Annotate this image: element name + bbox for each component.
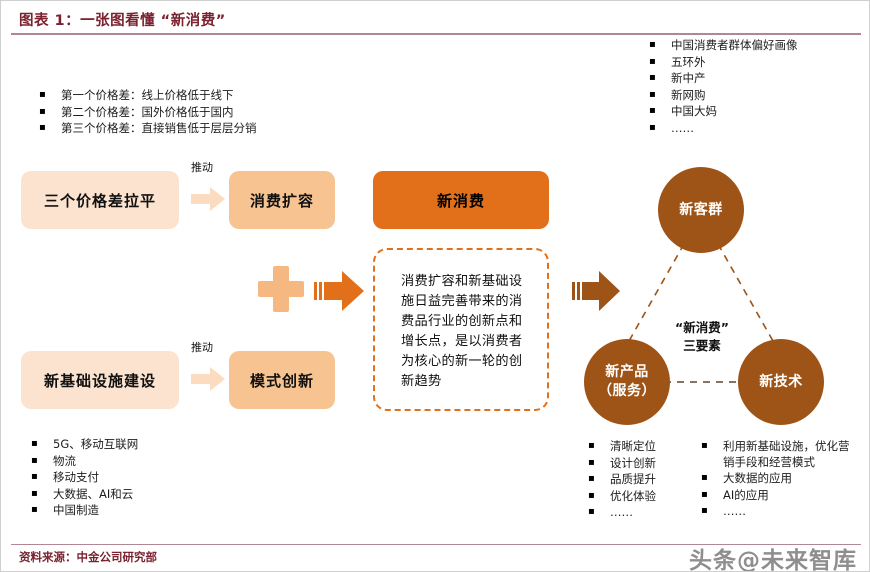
bullet-dot-icon: ▪ xyxy=(39,105,46,117)
bullet-list-product-points: ▪ 清晰定位 ▪ 设计创新 ▪ 品质提升 ▪ 优化体验 ▪ …… xyxy=(588,438,656,521)
consumer-profile-label: …… xyxy=(671,120,694,135)
bullet-list-price-gaps: ▪ 第一个价格差：线上价格低于线下 ▪ 第二个价格差：国外价格低于国内 ▪ 第三个价格差：… xyxy=(39,87,257,137)
consumer-profile-item: ▪ 五环外 xyxy=(649,54,798,71)
bullet-dot-icon: ▪ xyxy=(649,55,656,67)
infrastructure-item: ▪ 中国制造 xyxy=(31,502,138,519)
box-new-infrastructure[interactable]: 新基础设施建设 xyxy=(21,351,179,409)
infrastructure-item: ▪ 大数据、AI和云 xyxy=(31,486,138,503)
consumer-profile-label: 中国消费者群体偏好画像 xyxy=(671,38,798,52)
bullet-list-consumer-profile: ▪ 中国消费者群体偏好画像 ▪ 五环外 ▪ 新中产 ▪ 新网购 ▪ 中国大妈 ▪ …… xyxy=(649,37,798,136)
arrow-to-triangle-icon xyxy=(572,271,620,311)
consumer-profile-item: ▪ …… xyxy=(649,120,798,137)
technology-point-label: …… xyxy=(723,504,746,518)
source-note: 资料来源：中金公司研究部 xyxy=(19,550,157,564)
bullet-dot-icon: ▪ xyxy=(701,488,708,500)
consumer-profile-item: ▪ 新中产 xyxy=(649,70,798,87)
product-point-item: ▪ 品质提升 xyxy=(588,471,656,488)
product-point-label: 优化体验 xyxy=(610,488,656,503)
box-model-innovation[interactable]: 模式创新 xyxy=(229,351,335,409)
bullet-dot-icon: ▪ xyxy=(39,122,46,133)
box-price-gap-flattening[interactable]: 三个价格差拉平 xyxy=(21,171,179,229)
infrastructure-item: ▪ 5G、移动互联网 xyxy=(31,436,138,453)
circle-new-technology[interactable]: 新技术 xyxy=(738,339,824,425)
title-divider xyxy=(11,33,861,35)
price-gap-label: 第三个价格差：直接销售低于层层分销 xyxy=(61,121,257,135)
bullet-dot-icon: ▪ xyxy=(649,105,656,116)
technology-point-label: 大数据的应用 xyxy=(723,471,792,485)
bullet-dot-icon: ▪ xyxy=(31,438,38,449)
footer-divider xyxy=(11,544,861,546)
bullet-dot-icon: ▪ xyxy=(649,39,656,50)
box-consumption-expansion[interactable]: 消费扩容 xyxy=(229,171,335,229)
label-push-top: 推动 xyxy=(191,161,213,174)
bullet-dot-icon: ▪ xyxy=(588,489,595,501)
consumer-profile-item: ▪ 中国消费者群体偏好画像 xyxy=(649,37,798,54)
consumer-profile-item: ▪ 新网购 xyxy=(649,87,798,104)
note-box-new-consumption-definition: 消费扩容和新基础设施日益完善带来的消费品行业的创新点和增长点，是以消费者为核心的… xyxy=(373,248,549,411)
product-point-label: 设计创新 xyxy=(610,455,656,470)
infrastructure-label: 中国制造 xyxy=(53,503,99,517)
bullet-dot-icon: ▪ xyxy=(701,440,708,451)
bullet-dot-icon: ▪ xyxy=(649,121,656,133)
price-gap-label: 第二个价格差：国外价格低于国内 xyxy=(61,104,234,119)
price-gap-label: 第一个价格差：线上价格低于线下 xyxy=(61,88,234,102)
infrastructure-item: ▪ 物流 xyxy=(31,453,138,470)
product-point-item: ▪ 设计创新 xyxy=(588,455,656,472)
technology-point-label: 利用新基础设施，优化营销手段和经营模式 xyxy=(723,439,850,469)
product-point-label: …… xyxy=(610,505,633,519)
circle-new-customer-group[interactable]: 新客群 xyxy=(658,167,744,253)
consumer-profile-label: 新网购 xyxy=(671,87,706,102)
price-gap-item: ▪ 第二个价格差：国外价格低于国内 xyxy=(39,104,257,121)
push-arrow-top-icon xyxy=(191,187,225,211)
triangle-center-label: “新消费” 三要素 xyxy=(675,320,729,353)
bullet-dot-icon: ▪ xyxy=(649,72,656,83)
technology-point-item: ▪ AI的应用 xyxy=(701,487,858,504)
bullet-dot-icon: ▪ xyxy=(588,456,595,468)
consumer-profile-item: ▪ 中国大妈 xyxy=(649,103,798,120)
bullet-dot-icon: ▪ xyxy=(588,506,595,517)
bullet-dot-icon: ▪ xyxy=(701,505,708,516)
label-push-bottom: 推动 xyxy=(191,341,213,354)
bullet-dot-icon: ▪ xyxy=(588,440,595,451)
bullet-dot-icon: ▪ xyxy=(701,472,708,483)
infrastructure-label: 移动支付 xyxy=(53,470,99,484)
infrastructure-item: ▪ 移动支付 xyxy=(31,469,138,486)
bullet-dot-icon: ▪ xyxy=(31,454,38,466)
box-new-consumption[interactable]: 新消费 xyxy=(373,171,549,229)
bullet-dot-icon: ▪ xyxy=(31,487,38,499)
product-point-item: ▪ 清晰定位 xyxy=(588,438,656,455)
plus-icon xyxy=(258,266,304,312)
technology-point-label: AI的应用 xyxy=(723,487,769,502)
consumer-profile-label: 中国大妈 xyxy=(671,104,717,118)
bullet-list-technology-points: ▪ 利用新基础设施，优化营销手段和经营模式 ▪ 大数据的应用 ▪ AI的应用 ▪ …… xyxy=(701,438,858,520)
bullet-dot-icon: ▪ xyxy=(31,471,38,482)
product-point-label: 品质提升 xyxy=(610,472,656,486)
price-gap-item: ▪ 第三个价格差：直接销售低于层层分销 xyxy=(39,120,257,137)
bullet-dot-icon: ▪ xyxy=(39,89,46,100)
page-title: 图表 1：一张图看懂 “新消费” xyxy=(19,13,226,29)
bullet-dot-icon: ▪ xyxy=(31,504,38,515)
technology-point-item: ▪ …… xyxy=(701,503,858,520)
product-point-item: ▪ 优化体验 xyxy=(588,488,656,505)
technology-point-item: ▪ 利用新基础设施，优化营销手段和经营模式 xyxy=(701,438,858,470)
product-point-item: ▪ …… xyxy=(588,504,656,521)
arrow-to-note-icon xyxy=(314,271,364,311)
push-arrow-bottom-icon xyxy=(191,367,225,391)
note-text: 消费扩容和新基础设施日益完善带来的消费品行业的创新点和增长点，是以消费者为核心的… xyxy=(401,274,523,389)
infrastructure-label: 5G、移动互联网 xyxy=(53,437,139,451)
infrastructure-label: 物流 xyxy=(53,453,76,468)
infrastructure-label: 大数据、AI和云 xyxy=(53,486,134,501)
consumer-profile-label: 新中产 xyxy=(671,71,706,85)
circle-new-product-service[interactable]: 新产品 （服务） xyxy=(584,339,670,425)
product-point-label: 清晰定位 xyxy=(610,439,656,453)
price-gap-item: ▪ 第一个价格差：线上价格低于线下 xyxy=(39,87,257,104)
bullet-dot-icon: ▪ xyxy=(649,88,656,100)
bullet-list-infrastructure: ▪ 5G、移动互联网 ▪ 物流 ▪ 移动支付 ▪ 大数据、AI和云 ▪ 中国制造 xyxy=(31,436,138,519)
watermark: 头条@未来智库 xyxy=(689,548,857,572)
technology-point-item: ▪ 大数据的应用 xyxy=(701,470,858,487)
bullet-dot-icon: ▪ xyxy=(588,473,595,484)
consumer-profile-label: 五环外 xyxy=(671,54,706,69)
